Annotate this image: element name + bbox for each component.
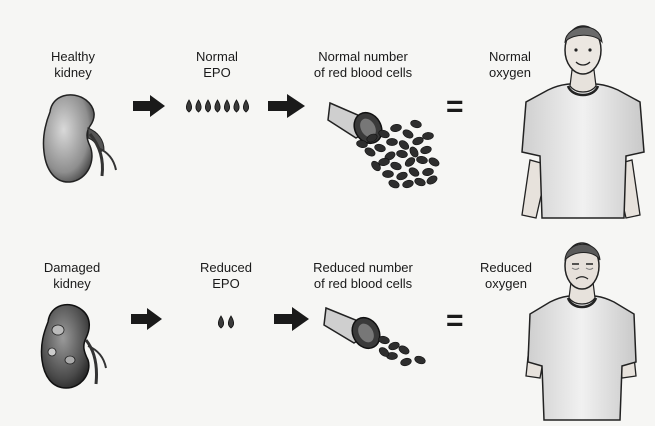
epo-drop-icon xyxy=(228,316,233,328)
oxygen-label-normal: Normal oxygen xyxy=(470,49,550,80)
kidney-label-damaged: Damaged kidney xyxy=(22,260,122,291)
red-blood-cells-reduced xyxy=(377,335,426,367)
red-blood-cell-icon xyxy=(408,145,420,158)
red-blood-cell-icon xyxy=(427,156,440,168)
epo-drop-icon xyxy=(205,100,210,112)
kidney-label-healthy: Healthy kidney xyxy=(28,49,118,80)
epo-drop-icon xyxy=(215,100,220,112)
red-blood-cell-icon xyxy=(414,177,427,188)
epo-label-reduced: Reduced EPO xyxy=(176,260,276,291)
epo-drop-icon xyxy=(186,100,191,112)
damaged-kidney-icon xyxy=(41,305,106,388)
red-blood-cell-icon xyxy=(401,128,414,140)
epo-drop-icon xyxy=(224,100,229,112)
equals-sign: = xyxy=(446,306,464,336)
red-blood-cell-icon xyxy=(387,138,398,145)
epo-drop-icon xyxy=(243,100,248,112)
red-blood-cell-icon xyxy=(402,179,414,189)
cells-label-normal: Normal number of red blood cells xyxy=(288,49,438,80)
cells-label-reduced: Reduced number of red blood cells xyxy=(288,260,438,291)
red-blood-cell-icon xyxy=(400,357,412,367)
red-blood-cell-icon xyxy=(416,155,428,164)
red-blood-cell-icon xyxy=(390,161,403,172)
epo-label-normal: Normal EPO xyxy=(172,49,262,80)
epo-drops-normal xyxy=(186,100,248,112)
red-blood-cell-icon xyxy=(396,171,409,182)
red-blood-cell-icon xyxy=(410,119,422,129)
red-blood-cell-icon xyxy=(397,139,410,152)
epo-drops-reduced xyxy=(218,316,233,328)
red-blood-cell-icon xyxy=(388,341,401,352)
red-blood-cell-icon xyxy=(390,123,402,132)
arrow-icon xyxy=(131,308,162,330)
red-blood-cell-icon xyxy=(387,178,400,189)
red-blood-cell-icon xyxy=(414,355,427,366)
oxygen-label-reduced: Reduced oxygen xyxy=(466,260,546,291)
arrow-icon xyxy=(133,95,165,117)
red-blood-cell-icon xyxy=(422,167,434,176)
red-blood-cell-icon xyxy=(407,166,420,178)
red-blood-cell-icon xyxy=(420,145,432,155)
red-blood-cell-icon xyxy=(396,149,408,158)
red-blood-cell-icon xyxy=(422,132,434,140)
epo-drop-icon xyxy=(196,100,201,112)
epo-drop-icon xyxy=(218,316,223,328)
arrow-icon xyxy=(274,307,309,331)
blood-vessel-icon xyxy=(324,308,385,353)
red-blood-cell-icon xyxy=(374,143,386,153)
arrow-icon xyxy=(268,94,305,118)
equals-sign: = xyxy=(446,92,464,122)
epo-drop-icon xyxy=(234,100,239,112)
red-blood-cell-icon xyxy=(403,156,416,169)
healthy-kidney-icon xyxy=(43,95,116,182)
red-blood-cell-icon xyxy=(383,170,394,177)
